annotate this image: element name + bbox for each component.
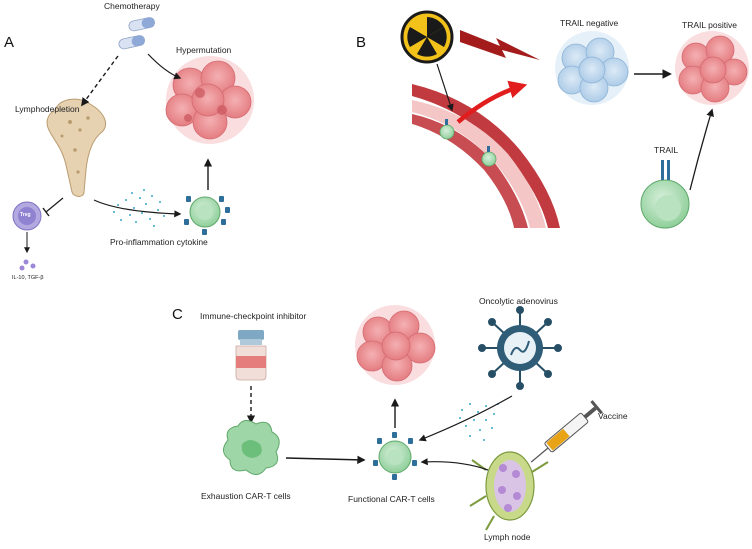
lightning-icon — [460, 30, 540, 60]
cytokine-dots — [19, 259, 36, 271]
panel-b — [400, 10, 749, 229]
tumor-c — [355, 305, 436, 385]
syringe-icon — [530, 400, 603, 463]
treg-cell — [12, 201, 42, 231]
label-checkpoint-inhibitor: Immune-checkpoint inhibitor — [200, 311, 307, 321]
panel-c — [223, 305, 603, 531]
vessel-car-t-1 — [439, 119, 455, 140]
exhausted-car-t-cell — [223, 420, 280, 475]
label-treg: Treg — [20, 212, 31, 218]
arrow-red-out — [456, 80, 528, 124]
bone-icon — [46, 98, 106, 197]
panel-letter-a: A — [4, 34, 15, 51]
label-pro-inflammation: Pro-inflammation cytokine — [110, 237, 208, 247]
label-chemotherapy: Chemotherapy — [104, 1, 160, 11]
label-oncolytic-adenovirus: Oncolytic adenovirus — [479, 296, 558, 306]
arrow-virus-to-functional — [418, 395, 513, 442]
panel-letter-b: B — [356, 34, 367, 51]
pill-icon — [118, 17, 155, 50]
label-exhaustion: Exhaustion CAR-T cells — [201, 491, 291, 501]
label-trail-positive: TRAIL positive — [682, 20, 737, 30]
trail-negative-tumor — [555, 31, 629, 105]
label-cytokines: IL-10, TGF-β — [12, 275, 44, 281]
arrow-chemo-to-lympho — [81, 55, 119, 107]
inhibit-treg — [42, 197, 64, 217]
radiation-icon — [400, 10, 454, 64]
hypermutation-tumor — [165, 56, 254, 144]
panel-letter-c: C — [172, 306, 183, 323]
car-t-cell-a — [184, 196, 230, 235]
functional-car-t-cell — [373, 432, 417, 480]
trail-car-t-cell — [640, 160, 690, 229]
arrow-exhaustion-to-functional — [285, 455, 366, 465]
label-trail-negative: TRAIL negative — [560, 18, 619, 28]
virus-icon — [478, 306, 562, 390]
label-lymph-node: Lymph node — [484, 532, 531, 542]
vessel-car-t-2 — [481, 146, 497, 167]
trail-positive-tumor — [675, 31, 749, 105]
blood-vessel — [412, 84, 560, 228]
lymph-node-icon — [469, 451, 549, 531]
arrow-bone-to-cell — [93, 199, 182, 218]
virus-spray — [459, 403, 499, 441]
label-lymphodepletion: Lymphodepletion — [15, 104, 80, 114]
vial-icon — [235, 330, 267, 381]
arrow-node-to-functional — [420, 458, 489, 471]
label-hypermutation: Hypermutation — [176, 45, 232, 55]
arrow-chemo-to-tumor — [147, 53, 182, 80]
label-functional: Functional CAR-T cells — [348, 494, 435, 504]
arrow-radiation-to-vessel — [436, 63, 454, 112]
panel-a — [12, 17, 254, 271]
cytokine-spray — [113, 189, 165, 227]
label-vaccine: Vaccine — [598, 411, 628, 421]
label-trail: TRAIL — [654, 145, 679, 155]
arrow-trail-to-tumor — [689, 108, 714, 191]
